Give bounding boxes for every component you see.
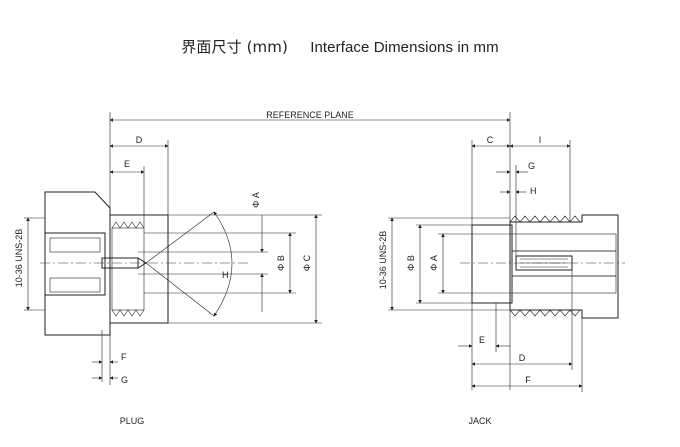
plug-dim-b: Φ B bbox=[276, 255, 286, 271]
plug-dim-a: Φ A bbox=[251, 192, 261, 208]
plug-caption: PLUG bbox=[120, 416, 145, 426]
plug-drawing: 10-36 UNS-2B D E H Φ A Φ B Φ C F bbox=[14, 135, 322, 426]
jack-dim-e: E bbox=[479, 335, 485, 345]
jack-dim-i: I bbox=[539, 135, 542, 145]
jack-dim-f: F bbox=[525, 375, 531, 385]
plug-dim-g: G bbox=[121, 375, 128, 385]
reference-plane-label: REFERENCE PLANE bbox=[266, 110, 354, 120]
jack-dim-g: G bbox=[528, 161, 535, 171]
title-chinese: 界面尺寸 (mm) bbox=[181, 38, 288, 56]
plug-dim-e: E bbox=[124, 159, 130, 169]
title-english: Interface Dimensions in mm bbox=[310, 39, 499, 56]
plug-dim-c: Φ C bbox=[302, 254, 312, 271]
plug-dim-d: D bbox=[136, 135, 143, 145]
jack-thread-label: 10-36 UNS-2B bbox=[378, 231, 388, 290]
plug-thread-label: 10-36 UNS-2B bbox=[14, 229, 24, 288]
jack-dim-d: D bbox=[519, 353, 526, 363]
jack-caption: JACK bbox=[468, 416, 491, 426]
jack-dim-h: H bbox=[530, 186, 537, 196]
jack-dim-a: Φ A bbox=[429, 255, 439, 271]
jack-drawing: 10-36 UNS-2B Φ B Φ A C I G H E bbox=[378, 135, 625, 426]
plug-dim-f: F bbox=[121, 352, 127, 362]
jack-dim-c: C bbox=[487, 135, 494, 145]
page-title: 界面尺寸 (mm) Interface Dimensions in mm bbox=[0, 36, 680, 57]
reference-plane: REFERENCE PLANE bbox=[109, 110, 511, 390]
jack-dim-b: Φ B bbox=[406, 255, 416, 271]
plug-dim-h: H bbox=[222, 270, 229, 280]
